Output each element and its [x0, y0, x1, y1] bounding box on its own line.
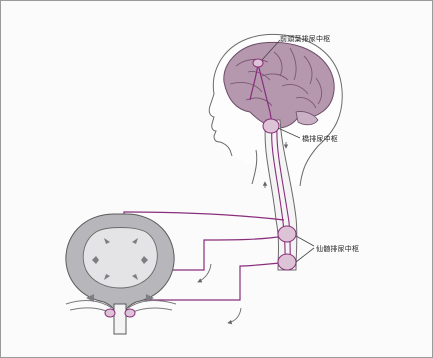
bladder [66, 214, 176, 334]
pontine-micturition-center-label: 橋排尿中枢 [302, 134, 338, 144]
sphincter-left [105, 309, 115, 317]
sacral-micturition-center-label: 仙髄排尿中枢 [316, 244, 359, 254]
urethra [114, 304, 126, 334]
sacral-nucleus-upper [278, 226, 296, 242]
frontal-micturition-center-label: 前頭葉排尿中枢 [280, 34, 330, 44]
pons-nucleus [263, 119, 279, 133]
frontal-nucleus [253, 59, 263, 67]
sacral-nucleus-lower [278, 254, 296, 270]
sphincter-right [125, 309, 135, 317]
